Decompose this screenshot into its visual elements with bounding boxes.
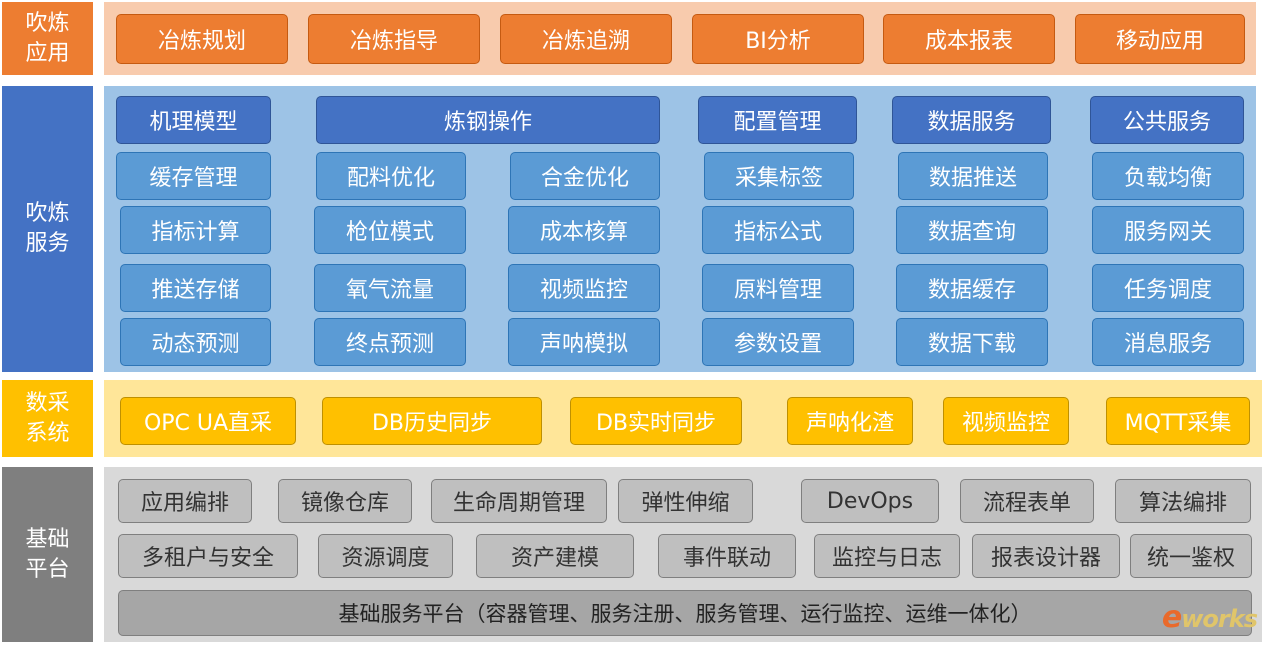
data-box[interactable]: DB历史同步	[322, 397, 542, 445]
service-box[interactable]: 指标计算	[120, 206, 271, 254]
base-box[interactable]: 多租户与安全	[118, 534, 298, 578]
service-header-box[interactable]: 数据服务	[892, 96, 1051, 144]
service-box[interactable]: 指标公式	[702, 206, 854, 254]
layer-band-service	[104, 86, 1256, 372]
service-box[interactable]: 数据缓存	[896, 264, 1048, 312]
service-header-box[interactable]: 配置管理	[698, 96, 857, 144]
app-box[interactable]: 冶炼指导	[308, 14, 480, 64]
layer-band-app	[104, 2, 1256, 75]
data-box[interactable]: 声呐化渣	[787, 397, 913, 445]
service-box[interactable]: 缓存管理	[116, 152, 271, 200]
service-box[interactable]: 采集标签	[704, 152, 854, 200]
app-box[interactable]: 移动应用	[1075, 14, 1245, 64]
base-box[interactable]: 报表设计器	[972, 534, 1120, 578]
service-box[interactable]: 数据下载	[896, 318, 1048, 366]
layer-label-app: 吹炼 应用	[2, 2, 93, 75]
service-box[interactable]: 原料管理	[702, 264, 854, 312]
service-box[interactable]: 成本核算	[508, 206, 660, 254]
app-box[interactable]: BI分析	[692, 14, 864, 64]
base-box[interactable]: 算法编排	[1115, 479, 1251, 523]
data-box[interactable]: OPC UA直采	[120, 397, 296, 445]
app-box[interactable]: 冶炼追溯	[500, 14, 672, 64]
app-box[interactable]: 冶炼规划	[116, 14, 288, 64]
layer-label-base: 基础 平台	[2, 467, 93, 642]
eworks-logo: eworks	[1161, 600, 1258, 635]
base-box[interactable]: 监控与日志	[814, 534, 960, 578]
base-box[interactable]: 流程表单	[960, 479, 1094, 523]
app-box[interactable]: 成本报表	[883, 14, 1055, 64]
service-box[interactable]: 推送存储	[120, 264, 271, 312]
service-header-box[interactable]: 公共服务	[1090, 96, 1244, 144]
service-box[interactable]: 氧气流量	[314, 264, 466, 312]
service-box[interactable]: 枪位模式	[314, 206, 466, 254]
service-box[interactable]: 视频监控	[508, 264, 660, 312]
service-box[interactable]: 终点预测	[314, 318, 466, 366]
service-box[interactable]: 参数设置	[702, 318, 854, 366]
data-box[interactable]: MQTT采集	[1106, 397, 1250, 445]
layer-label-service: 吹炼 服务	[2, 86, 93, 372]
service-box[interactable]: 合金优化	[510, 152, 660, 200]
base-box[interactable]: DevOps	[801, 479, 939, 523]
base-box[interactable]: 应用编排	[118, 479, 252, 523]
base-box[interactable]: 资源调度	[318, 534, 453, 578]
base-box[interactable]: 生命周期管理	[431, 479, 607, 523]
service-box[interactable]: 声呐模拟	[508, 318, 660, 366]
base-box[interactable]: 弹性伸缩	[618, 479, 753, 523]
service-header-box[interactable]: 炼钢操作	[316, 96, 660, 144]
layer-label-data: 数采 系统	[2, 380, 93, 457]
service-header-box[interactable]: 机理模型	[116, 96, 271, 144]
service-box[interactable]: 数据推送	[898, 152, 1048, 200]
service-box[interactable]: 数据查询	[896, 206, 1048, 254]
base-box[interactable]: 统一鉴权	[1130, 534, 1252, 578]
base-box[interactable]: 资产建模	[476, 534, 634, 578]
base-box[interactable]: 镜像仓库	[278, 479, 412, 523]
service-box[interactable]: 动态预测	[120, 318, 271, 366]
data-box[interactable]: 视频监控	[943, 397, 1069, 445]
service-box[interactable]: 负载均衡	[1092, 152, 1244, 200]
service-box[interactable]: 消息服务	[1092, 318, 1244, 366]
service-box[interactable]: 服务网关	[1092, 206, 1244, 254]
service-box[interactable]: 任务调度	[1092, 264, 1244, 312]
service-box[interactable]: 配料优化	[316, 152, 466, 200]
base-service-platform-bar[interactable]: 基础服务平台（容器管理、服务注册、服务管理、运行监控、运维一体化）	[118, 590, 1252, 636]
base-box[interactable]: 事件联动	[658, 534, 796, 578]
data-box[interactable]: DB实时同步	[570, 397, 742, 445]
